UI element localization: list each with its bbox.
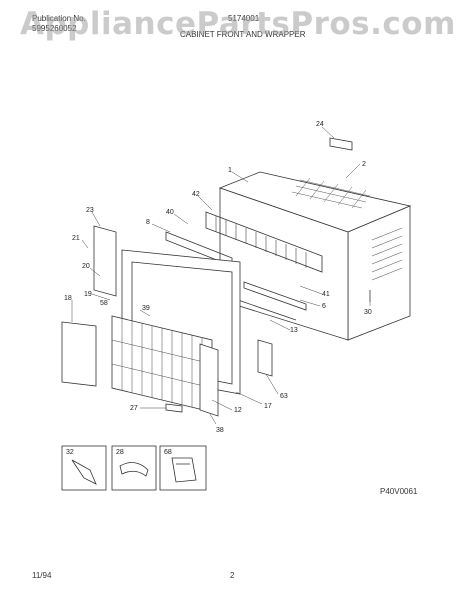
callout-40: 40 [166, 209, 174, 216]
callout-68: 68 [164, 449, 172, 456]
footer-date: 11/94 [32, 571, 52, 580]
cabinet-wrapper [218, 171, 412, 341]
callout-17: 17 [264, 403, 272, 410]
callout-30: 30 [364, 309, 372, 316]
label-plate [329, 137, 353, 151]
part-box-68 [159, 445, 207, 491]
diagram-code: P40V0061 [380, 487, 418, 496]
callout-2: 2 [362, 161, 366, 168]
filter-clip [165, 403, 183, 413]
page-number: 2 [230, 571, 235, 580]
callout-28: 28 [116, 449, 124, 456]
callout-42: 42 [192, 191, 200, 198]
callout-39: 39 [142, 305, 150, 312]
publication-number: 5995260052 [32, 24, 77, 33]
mounting-bracket [257, 339, 273, 377]
callout-18: 18 [64, 295, 72, 302]
publication-label: Publication No. [32, 14, 86, 23]
callout-58: 58 [100, 300, 108, 307]
callout-21: 21 [72, 235, 80, 242]
watermark: AppliancePartsPros.com [20, 6, 456, 42]
callout-63: 63 [280, 393, 288, 400]
part-box-32 [61, 445, 107, 491]
side-panel [61, 321, 97, 387]
access-door [93, 225, 117, 297]
gasket-strip [237, 299, 297, 321]
callout-27: 27 [130, 405, 138, 412]
louver-assembly [205, 211, 323, 273]
callout-6: 6 [322, 303, 326, 310]
page-title: CABINET FRONT AND WRAPPER [180, 30, 306, 39]
callout-8: 8 [146, 219, 150, 226]
callout-23: 23 [86, 207, 94, 214]
callout-38: 38 [216, 427, 224, 434]
callout-32: 32 [66, 449, 74, 456]
part-box-28 [111, 445, 157, 491]
callout-20: 20 [82, 263, 90, 270]
front-seal-bar [243, 281, 307, 311]
callout-1: 1 [228, 167, 232, 174]
air-filter [199, 343, 219, 417]
callout-labels: 24 2 1 42 40 8 23 21 20 19 18 58 39 41 6… [64, 121, 372, 456]
callout-19: 19 [84, 291, 92, 298]
callout-12: 12 [234, 407, 242, 414]
part-number: 5174001 [228, 14, 260, 23]
callout-24: 24 [316, 121, 324, 128]
callout-41: 41 [322, 291, 330, 298]
callout-13: 13 [290, 327, 298, 334]
